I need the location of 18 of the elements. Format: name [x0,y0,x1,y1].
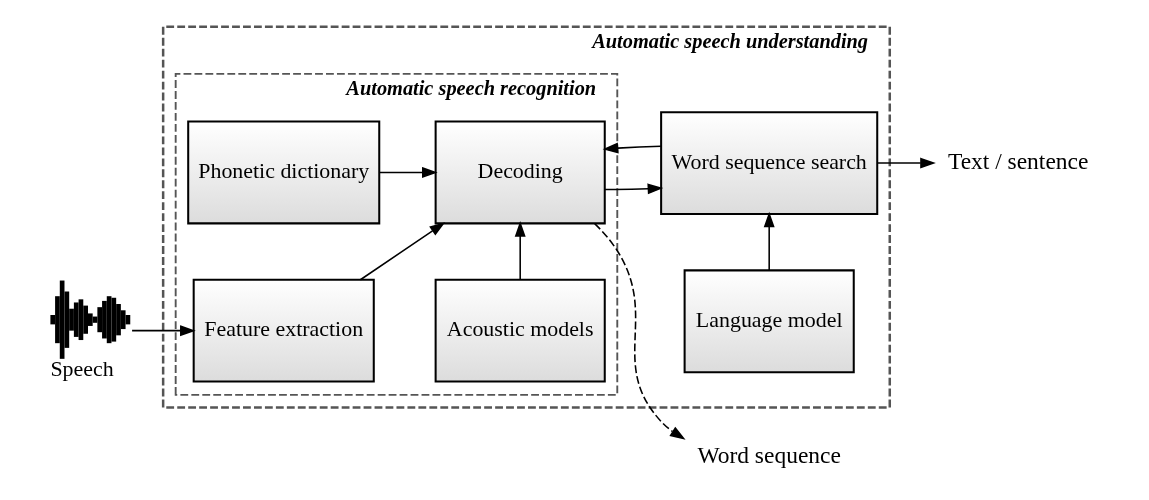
node-box: Acoustic models [434,278,606,383]
arrow [514,221,526,281]
arrow [876,157,936,169]
arrow [130,325,196,337]
node-text: Word sequence [696,441,841,468]
arrow [763,211,775,271]
node-box: Phonetic dictionary [186,120,380,225]
node-text: Text / sentence [947,147,1088,174]
arrow [593,222,686,440]
arrow [602,142,662,154]
node-box: Feature extraction [192,278,375,383]
node-label: Speech [49,356,114,382]
node-box: Decoding [434,120,606,225]
arrow [378,167,438,178]
arrow [603,183,663,195]
arrow [359,222,445,281]
node-box: Word sequence search [659,111,878,215]
node-box: Language model [683,269,855,374]
